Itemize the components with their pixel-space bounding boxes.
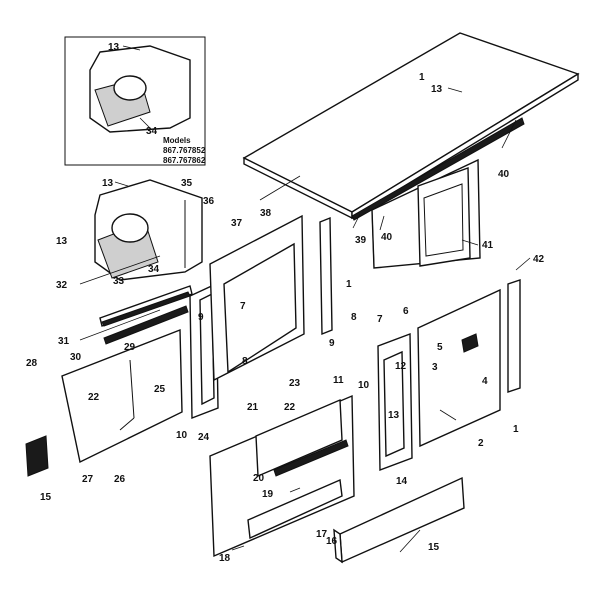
callout-36: 36 [203, 196, 215, 207]
callout-15: 15 [40, 492, 52, 503]
callout-35: 35 [181, 178, 193, 189]
callout-24: 24 [198, 432, 210, 443]
right-upright [507, 279, 521, 393]
callout-38: 38 [260, 208, 272, 219]
callout-13: 13 [388, 410, 400, 421]
callout-15: 15 [428, 542, 440, 553]
inset-model-number-1: 867.767852 [163, 146, 206, 155]
callout-6: 6 [403, 306, 409, 317]
callout-1: 1 [419, 72, 425, 83]
callout-1: 1 [346, 279, 352, 290]
callout-28: 28 [26, 358, 38, 369]
callout-29: 29 [124, 342, 136, 353]
callout-8: 8 [242, 356, 248, 367]
callout-13: 13 [102, 178, 114, 189]
callout-27: 27 [82, 474, 94, 485]
top-cover [242, 32, 580, 221]
callout-2: 2 [478, 438, 484, 449]
callout-40: 40 [498, 169, 510, 180]
callout-1: 1 [513, 424, 519, 435]
callout-22: 22 [88, 392, 100, 403]
filter-frame [209, 214, 305, 382]
callout-41: 41 [482, 240, 494, 251]
callout-16: 16 [326, 536, 338, 547]
upper-shroud [94, 179, 203, 281]
callout-10: 10 [176, 430, 188, 441]
inset-box: Models 867.767852 867.767862 [64, 36, 206, 166]
callout-25: 25 [154, 384, 166, 395]
callout-10: 10 [358, 380, 370, 391]
center-strip [319, 216, 333, 336]
front-lower-panel [209, 394, 355, 558]
callout-3: 3 [432, 362, 438, 373]
right-side-panel [417, 288, 501, 448]
callout-22: 22 [284, 402, 296, 413]
callout-33: 33 [113, 276, 125, 287]
callout-12: 12 [395, 361, 407, 372]
callout-34: 34 [146, 126, 158, 137]
callout-30: 30 [70, 352, 82, 363]
callout-26: 26 [114, 474, 126, 485]
callout-9: 9 [329, 338, 335, 349]
callout-13: 13 [108, 42, 120, 53]
callout-18: 18 [219, 553, 231, 564]
callout-7: 7 [240, 301, 246, 312]
louver-strips [99, 285, 193, 345]
callout-labels: 1 1 1 2 3 4 5 6 7 7 8 8 9 9 10 10 11 12 … [26, 42, 545, 564]
callout-14: 14 [396, 476, 408, 487]
inset-model-number-2: 867.767862 [163, 156, 206, 165]
callout-31: 31 [58, 336, 70, 347]
rear-frame [371, 158, 481, 269]
callout-40: 40 [381, 232, 393, 243]
left-side-panel [189, 282, 219, 420]
inset-models-title: Models [163, 136, 191, 145]
callout-32: 32 [56, 280, 68, 291]
callout-11: 11 [333, 375, 344, 386]
callout-5: 5 [437, 342, 443, 353]
leader-lines [79, 87, 531, 553]
callout-20: 20 [253, 473, 265, 484]
callout-17: 17 [316, 529, 328, 540]
callout-34: 34 [148, 264, 160, 275]
callout-37: 37 [231, 218, 243, 229]
callout-7: 7 [377, 314, 383, 325]
callout-8: 8 [351, 312, 357, 323]
corner-post [377, 332, 413, 472]
callout-21: 21 [247, 402, 259, 413]
callout-13: 13 [56, 236, 68, 247]
callout-13: 13 [431, 84, 443, 95]
callout-19: 19 [262, 489, 274, 500]
base-strip [333, 476, 465, 564]
callout-39: 39 [355, 235, 367, 246]
grille-panel [25, 328, 183, 477]
callout-23: 23 [289, 378, 301, 389]
callout-9: 9 [198, 312, 204, 323]
callout-4: 4 [482, 376, 488, 387]
callout-42: 42 [533, 254, 545, 265]
